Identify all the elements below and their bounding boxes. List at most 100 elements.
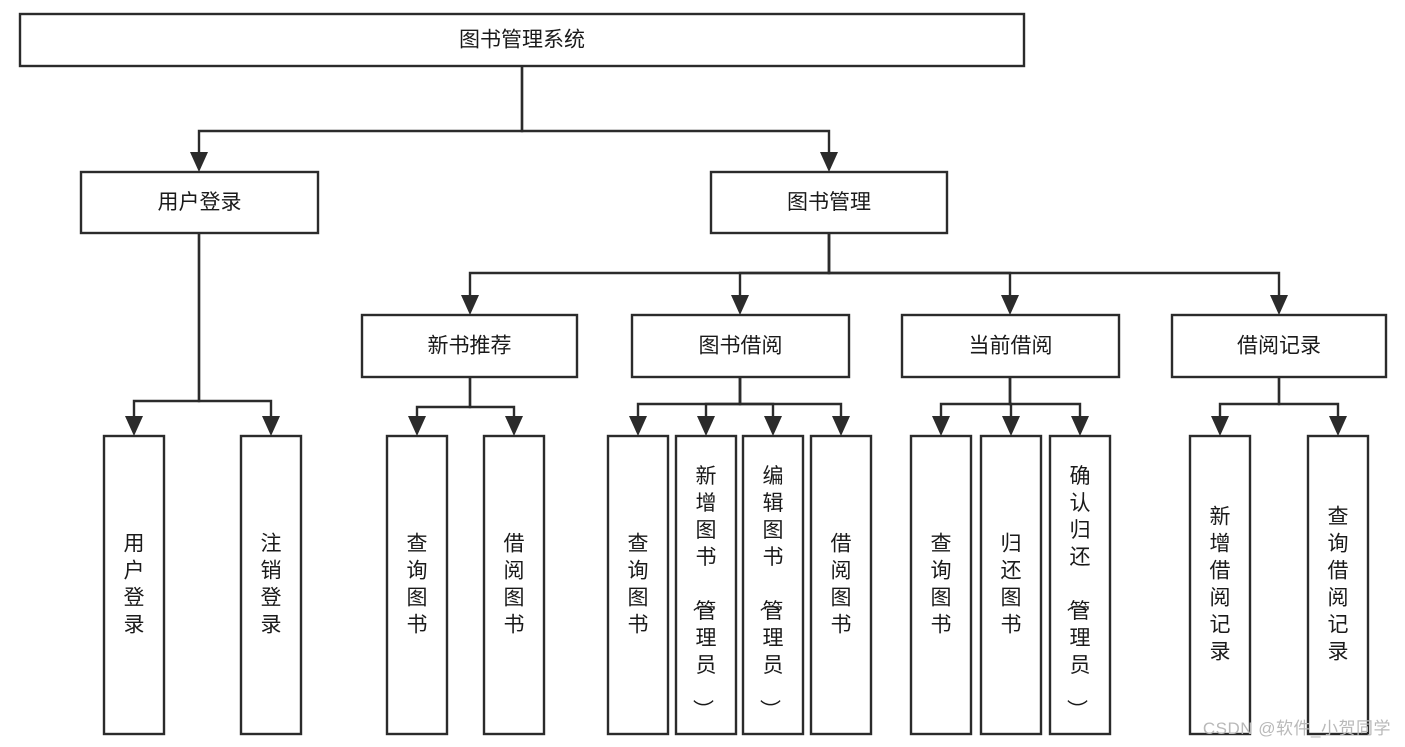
connector <box>731 233 831 315</box>
level2-node[interactable]: 当前借阅 <box>900 313 1121 379</box>
node-label: 借阅记录 <box>1237 335 1321 358</box>
arrow-head-icon <box>629 416 647 436</box>
arrow-head-icon <box>505 416 523 436</box>
leaf-node[interactable]: 用户登录 <box>102 434 166 736</box>
arrow-head-icon <box>1211 416 1229 436</box>
node-box[interactable] <box>360 313 579 379</box>
node-label-vertical: 用户登录 <box>124 533 145 637</box>
node-box[interactable] <box>1188 434 1252 736</box>
node-label-vertical: 查询图书 <box>931 533 952 637</box>
node-box[interactable] <box>1306 434 1370 736</box>
level2-node[interactable]: 借阅记录 <box>1170 313 1388 379</box>
node-box[interactable] <box>1048 434 1112 736</box>
node-layer: 图书管理系统用户登录图书管理新书推荐图书借阅当前借阅借阅记录用户登录注销登录查询… <box>18 12 1388 736</box>
node-box[interactable] <box>102 434 166 736</box>
connector-line <box>1277 377 1340 416</box>
node-label-vertical: 新增图书（管理员） <box>691 465 717 720</box>
connector <box>1277 377 1347 436</box>
leaf-node[interactable]: 新增借阅记录 <box>1188 434 1252 736</box>
root-node-book-management-system[interactable]: 图书管理系统 <box>18 12 1026 68</box>
node-box[interactable] <box>979 434 1043 736</box>
node-box[interactable] <box>385 434 449 736</box>
connector-line <box>197 233 273 416</box>
leaf-node[interactable]: 查询图书 <box>385 434 449 736</box>
node-box[interactable] <box>900 313 1121 379</box>
connector <box>468 377 523 436</box>
connector <box>932 377 1012 436</box>
node-label-vertical: 查询图书 <box>628 533 649 637</box>
connector-line <box>738 377 775 416</box>
connector-line <box>636 377 742 416</box>
connector <box>197 233 280 436</box>
node-label-vertical: 新增借阅记录 <box>1210 506 1231 664</box>
level2-node[interactable]: 新书推荐 <box>360 313 579 379</box>
node-box[interactable] <box>482 434 546 736</box>
connector-line <box>468 377 516 416</box>
level1-node[interactable]: 用户登录 <box>79 170 320 235</box>
node-label: 图书管理系统 <box>459 29 585 52</box>
node-box[interactable] <box>909 434 973 736</box>
node-label-vertical: 注销登录 <box>261 533 282 637</box>
leaf-node[interactable]: 查询图书 <box>606 434 670 736</box>
arrow-head-icon <box>1270 295 1288 315</box>
node-label: 用户登录 <box>158 191 242 214</box>
arrow-head-icon <box>764 416 782 436</box>
node-label-vertical: 借阅图书 <box>504 533 525 637</box>
leaf-node[interactable]: 注销登录 <box>239 434 303 736</box>
node-box[interactable] <box>18 12 1026 68</box>
arrow-head-icon <box>1001 295 1019 315</box>
arrow-head-icon <box>1329 416 1347 436</box>
leaf-node[interactable]: 借阅图书 <box>809 434 873 736</box>
node-box[interactable] <box>239 434 303 736</box>
node-box[interactable] <box>674 434 738 736</box>
connector <box>190 66 524 172</box>
connector-layer <box>125 66 1347 436</box>
leaf-node[interactable]: 借阅图书 <box>482 434 546 736</box>
connector-line <box>738 377 843 416</box>
leaf-node[interactable]: 新增图书（管理员） <box>674 434 738 736</box>
node-box[interactable] <box>606 434 670 736</box>
arrow-head-icon <box>820 152 838 172</box>
node-box[interactable] <box>741 434 805 736</box>
connector-line <box>1008 377 1082 416</box>
leaf-node[interactable]: 归还图书 <box>979 434 1043 736</box>
node-label: 新书推荐 <box>428 335 512 358</box>
csdn-watermark: CSDN @软件_小贺同学 <box>1202 719 1391 738</box>
node-box[interactable] <box>709 170 949 235</box>
connector <box>629 377 742 436</box>
connector-line <box>197 66 524 152</box>
node-label-vertical: 确认归还（管理员） <box>1065 465 1091 720</box>
node-box[interactable] <box>1170 313 1388 379</box>
leaf-node[interactable]: 查询借阅记录 <box>1306 434 1370 736</box>
level2-node[interactable]: 图书借阅 <box>630 313 851 379</box>
connector <box>1211 377 1281 436</box>
connector-line <box>827 233 1281 295</box>
connector-line <box>827 233 1012 295</box>
arrow-head-icon <box>1002 416 1020 436</box>
node-box[interactable] <box>630 313 851 379</box>
arrow-head-icon <box>190 152 208 172</box>
connector-line <box>704 377 742 416</box>
arrow-head-icon <box>832 416 850 436</box>
leaf-node[interactable]: 编辑图书（管理员） <box>741 434 805 736</box>
arrow-head-icon <box>731 295 749 315</box>
node-label-vertical: 查询借阅记录 <box>1328 506 1349 664</box>
level1-node[interactable]: 图书管理 <box>709 170 949 235</box>
leaf-node[interactable]: 查询图书 <box>909 434 973 736</box>
node-label: 图书借阅 <box>699 335 783 358</box>
connector <box>125 233 201 436</box>
node-box[interactable] <box>809 434 873 736</box>
arrow-head-icon <box>697 416 715 436</box>
node-box[interactable] <box>79 170 320 235</box>
connector <box>520 66 838 172</box>
connector-line <box>520 66 831 152</box>
arrow-head-icon <box>262 416 280 436</box>
arrow-head-icon <box>461 295 479 315</box>
arrow-head-icon <box>1071 416 1089 436</box>
connector <box>738 377 850 436</box>
node-label-vertical: 借阅图书 <box>831 533 852 637</box>
connector-line <box>939 377 1012 416</box>
connector-line <box>738 233 831 295</box>
leaf-node[interactable]: 确认归还（管理员） <box>1048 434 1112 736</box>
